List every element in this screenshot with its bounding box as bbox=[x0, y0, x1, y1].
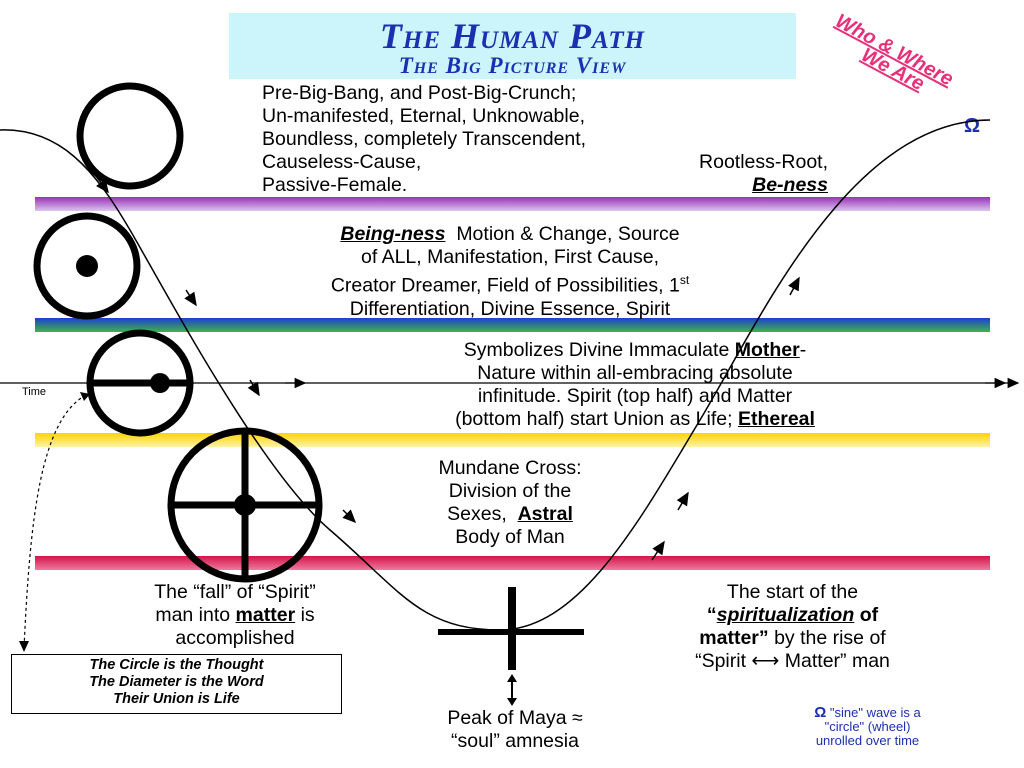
time-label: Time bbox=[22, 386, 47, 398]
mother-line1: Symbolizes Divine Immaculate bbox=[463, 339, 730, 361]
curve-arrow bbox=[676, 491, 689, 511]
fall-is: is bbox=[300, 604, 315, 626]
omega-note-line: unrolled over time bbox=[815, 733, 920, 748]
omega-note-symbol: Ω bbox=[814, 704, 827, 721]
beness-line: Un-manifested, Eternal, Unknowable, bbox=[262, 105, 585, 127]
sine-curve bbox=[0, 119, 991, 631]
ordinal-sup: st bbox=[679, 273, 690, 287]
mother-line4: (bottom half) start Union as Life; bbox=[455, 408, 733, 430]
beness-keyword: Be-ness bbox=[752, 174, 828, 196]
cross-line: Mundane Cross: bbox=[438, 457, 582, 479]
causeless-cause: Causeless-Cause, bbox=[262, 151, 422, 173]
ethereal-keyword: Ethereal bbox=[737, 408, 815, 430]
spiritualization-keyword: spiritualization bbox=[716, 604, 855, 626]
rise-line: matter” by the rise of bbox=[620, 627, 965, 650]
beingness-line3: Creator Dreamer, Field of Possibilities,… bbox=[330, 274, 680, 297]
symbol-circle-dot bbox=[33, 212, 141, 320]
cross-line3: Sexes, bbox=[447, 503, 507, 525]
cross-line: Division of the bbox=[448, 480, 572, 502]
dotted-pointer bbox=[23, 394, 87, 649]
mother-keyword: Mother bbox=[734, 339, 800, 361]
rise-quote: “ bbox=[706, 604, 717, 626]
beness-line: Passive-Female. Be-ness bbox=[262, 174, 828, 197]
fall-line: man into matter is bbox=[80, 604, 390, 627]
band-astral bbox=[35, 556, 990, 570]
curve-arrow bbox=[247, 379, 260, 397]
beingness-line: Creator Dreamer, Field of Possibilities,… bbox=[190, 269, 830, 298]
thought-line: Their Union is Life bbox=[113, 691, 240, 707]
beingness-line: Being-ness Motion & Change, Source bbox=[190, 223, 830, 246]
beingness-text: Being-ness Motion & Change, Source of AL… bbox=[190, 223, 830, 321]
omega-note-line1: "sine" wave is a bbox=[829, 705, 921, 720]
omega-note: Ω "sine" wave is a "circle" (wheel) unro… bbox=[785, 704, 950, 748]
curve-arrow bbox=[788, 276, 800, 296]
rootless-root: Rootless-Root, bbox=[699, 151, 828, 173]
beness-line: Boundless, completely Transcendent, bbox=[262, 128, 587, 150]
rise-of: of bbox=[859, 604, 879, 626]
maya-line: Peak of Maya ≈ bbox=[447, 707, 583, 729]
beingness-line: of ALL, Manifestation, First Cause, bbox=[360, 246, 660, 268]
omega-note-line: "circle" (wheel) bbox=[824, 719, 911, 734]
fall-line2: man into bbox=[155, 604, 231, 626]
rise-line: “Spirit ⟷ Matter” man bbox=[695, 650, 890, 672]
curve-arrow bbox=[651, 540, 665, 561]
fall-line: accomplished bbox=[175, 627, 295, 649]
cross-line: Sexes, Astral bbox=[370, 503, 650, 526]
thought-line: The Diameter is the Word bbox=[89, 674, 264, 690]
thought-line: The Circle is the Thought bbox=[89, 657, 264, 673]
rise-line3: by the rise of bbox=[774, 627, 886, 649]
band-beingness bbox=[35, 318, 990, 332]
rise-line: “spiritualization of bbox=[620, 604, 965, 627]
fall-text: The “fall” of “Spirit” man into matter i… bbox=[80, 581, 390, 650]
title-box: The Human Path The Big Picture View bbox=[229, 13, 796, 79]
symbol-empty-circle bbox=[76, 82, 184, 190]
curve-arrow bbox=[184, 289, 197, 307]
beingness-keyword: Being-ness bbox=[340, 223, 446, 245]
rise-line: The start of the bbox=[726, 581, 859, 603]
cross-text: Mundane Cross: Division of the Sexes, As… bbox=[370, 457, 650, 549]
mother-text: Symbolizes Divine Immaculate Mother- Nat… bbox=[305, 339, 965, 431]
rise-matter: matter” bbox=[699, 627, 769, 649]
mother-dash: - bbox=[799, 339, 807, 361]
mother-line: infinitude. Spirit (top half) and Matter bbox=[477, 385, 793, 407]
mother-line: Nature within all-embracing absolute bbox=[477, 362, 793, 384]
fall-line: The “fall” of “Spirit” bbox=[154, 581, 316, 603]
rise-text: The start of the “spiritualization of ma… bbox=[620, 581, 965, 673]
maya-line: “soul” amnesia bbox=[451, 730, 579, 752]
cross-line: Body of Man bbox=[455, 526, 565, 548]
curve-arrow bbox=[342, 509, 357, 524]
thought-box: The Circle is the Thought The Diameter i… bbox=[11, 654, 342, 714]
page-subtitle: The Big Picture View bbox=[398, 53, 627, 78]
page-title: The Human Path bbox=[379, 16, 646, 56]
passive-female: Passive-Female. bbox=[262, 174, 408, 196]
beingness-line: Differentiation, Divine Essence, Spirit bbox=[349, 297, 671, 320]
maya-text: Peak of Maya ≈ “soul” amnesia bbox=[380, 707, 650, 753]
beness-line: Pre-Big-Bang, and Post-Big-Crunch; bbox=[262, 82, 577, 104]
beness-text: Pre-Big-Bang, and Post-Big-Crunch; Un-ma… bbox=[262, 82, 832, 197]
omega-note-line: Ω "sine" wave is a bbox=[785, 704, 950, 721]
beingness-line1: Motion & Change, Source bbox=[456, 223, 680, 245]
mother-line: Symbolizes Divine Immaculate Mother- bbox=[305, 339, 965, 362]
band-beness bbox=[35, 197, 990, 211]
astral-keyword: Astral bbox=[517, 503, 573, 525]
beness-line: Causeless-Cause, Rootless-Root, bbox=[262, 151, 828, 174]
matter-keyword: matter bbox=[235, 604, 296, 626]
mother-line: (bottom half) start Union as Life; Ether… bbox=[305, 408, 965, 431]
